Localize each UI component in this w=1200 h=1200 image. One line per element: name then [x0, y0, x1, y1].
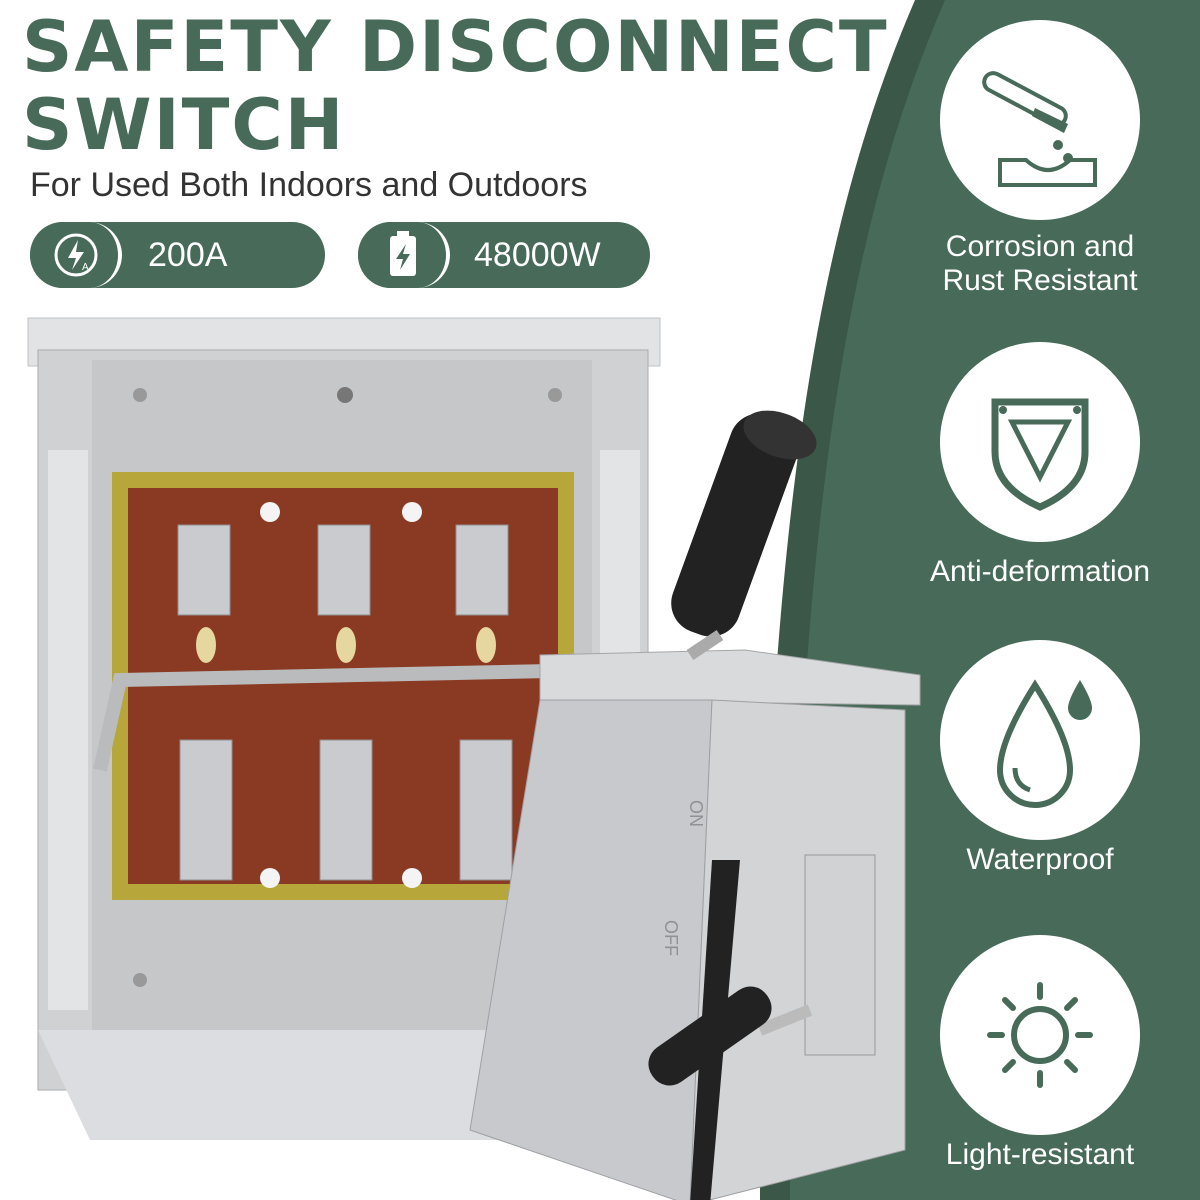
spec-badge-power: 48000W [358, 222, 650, 288]
off-label: OFF [661, 920, 681, 956]
on-label: ON [686, 800, 706, 827]
battery-bolt-icon [358, 222, 450, 288]
feature-light-resistant [940, 935, 1140, 1135]
spec-badge-current: A 200A [30, 222, 325, 288]
feature-label: Light-resistant [945, 1138, 1135, 1171]
svg-text:A: A [82, 262, 89, 273]
feature-label: Waterproof [966, 843, 1114, 876]
corrosion-icon [982, 71, 1097, 187]
product-image: ON OFF [27, 317, 921, 1200]
subtitle: For Used Both Indoors and Outdoors [30, 166, 588, 204]
shield-icon [991, 398, 1089, 511]
feature-waterproof [940, 640, 1140, 840]
water-drop-icon [996, 679, 1092, 808]
spec-value: 200A [148, 236, 228, 274]
feature-anti-deformation [940, 342, 1140, 542]
sun-icon [987, 982, 1093, 1088]
spec-value: 48000W [474, 236, 601, 274]
feature-label: Anti-deformation [929, 555, 1151, 588]
feature-corrosion [940, 20, 1140, 220]
lightning-amp-icon: A [30, 222, 122, 288]
